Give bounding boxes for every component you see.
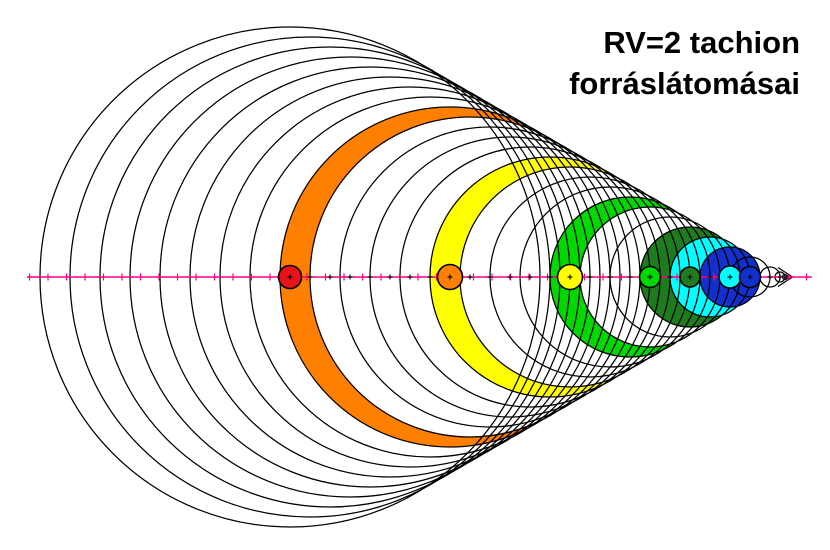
figure-title: RV=2 tachion forráslátomásai <box>569 22 800 104</box>
title-line-1: RV=2 tachion <box>603 25 800 60</box>
title-line-2: forráslátomásai <box>569 66 800 101</box>
cone-tip-upper-edge <box>777 266 793 278</box>
cone-tip-lower-edge <box>777 276 793 288</box>
